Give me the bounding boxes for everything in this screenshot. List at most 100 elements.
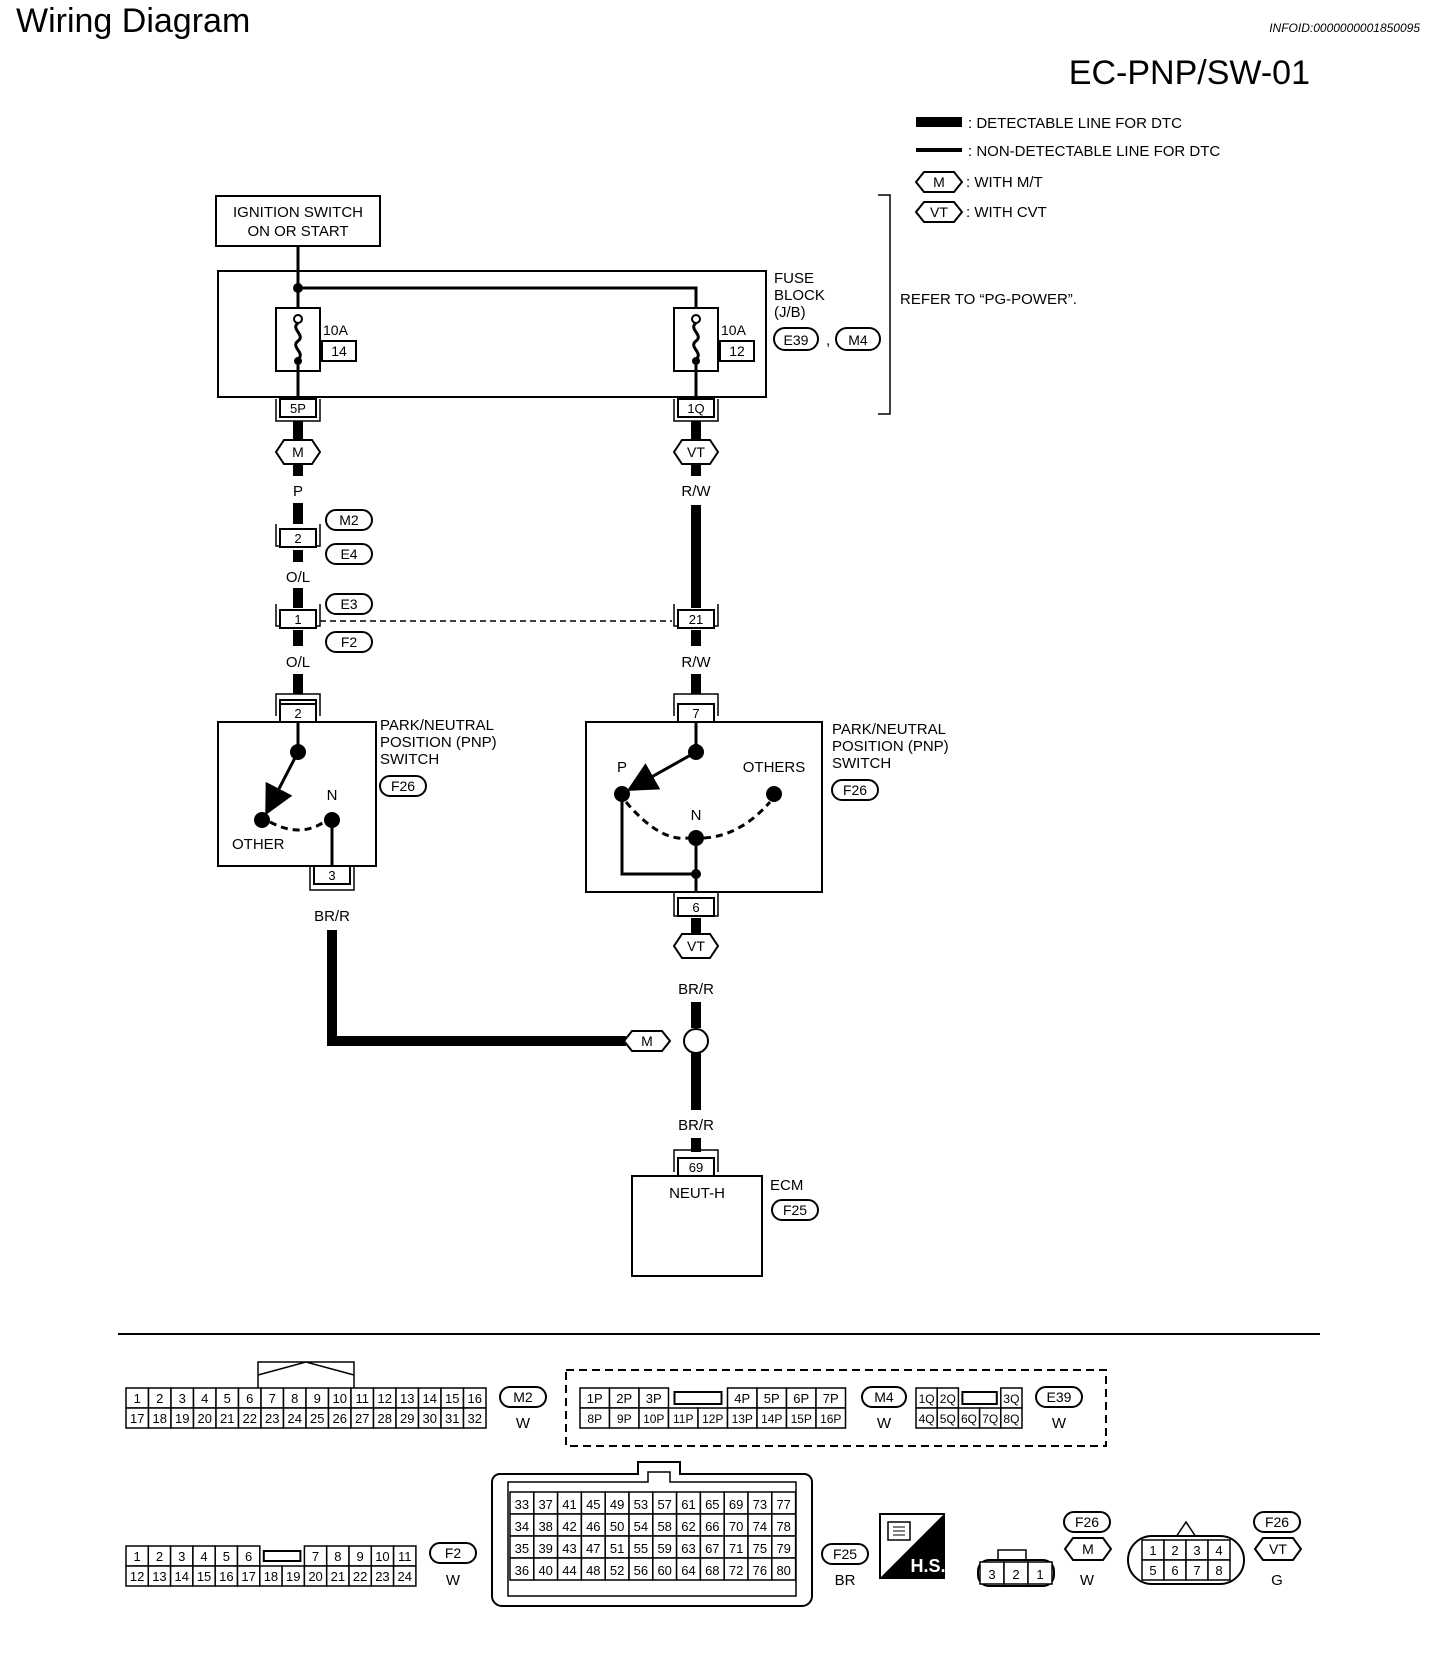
m2-tag: M2 [513,1389,533,1405]
connector-tag-outline [1253,1511,1301,1533]
f26-cvt-pin: 7 [1193,1563,1200,1578]
refer-note: REFER TO “PG-POWER”. [900,291,1077,308]
f25-pin: 70 [729,1519,743,1534]
ecm-label: ECM [770,1177,803,1194]
fuse-right-num: 12 [729,343,745,359]
pnp-left-line1: PARK/NEUTRAL [380,717,494,734]
left-conn-b1: E3 [340,596,357,612]
m2-pin: 32 [468,1411,482,1426]
m2-pin: 24 [288,1411,302,1426]
m2-pin: 31 [445,1411,459,1426]
e39-pin: 5Q [940,1412,956,1426]
f25-pin: 36 [515,1563,529,1578]
pin-cell [1000,1407,1023,1429]
ignition-line2: ON OR START [247,223,348,240]
f2-pin: 8 [334,1549,341,1564]
f26-mt-pin: 2 [1012,1567,1019,1582]
f25-pin: 57 [657,1497,671,1512]
f25-pin: 67 [705,1541,719,1556]
f25-pin: 80 [776,1563,790,1578]
m4-pin: 13P [732,1412,753,1426]
pnp-left-line2: POSITION (PNP) [380,734,497,751]
e39-pin: 6Q [961,1412,977,1426]
pnp-left-line3: SWITCH [380,751,439,768]
f25-pin: 60 [657,1563,671,1578]
fuse-block-conn1: E39 [784,332,809,348]
m2-pin: 9 [314,1391,321,1406]
m4-pin: 1P [587,1391,603,1406]
pin-cell [815,1407,847,1429]
f25-pin: 33 [515,1497,529,1512]
right-switch-pin-out: 6 [692,900,699,915]
fuse-right-pin: 1Q [687,401,704,416]
m4-tag: M4 [874,1389,894,1405]
m2-pin: 13 [400,1391,414,1406]
left-conn-a2: E4 [340,546,357,562]
f2-color: W [446,1572,461,1589]
m4-pin: 10P [643,1412,664,1426]
pin-cell [462,1407,487,1429]
left-pin-b: 1 [294,612,301,627]
f25-pin: 73 [753,1497,767,1512]
fuse-block-sep: , [826,332,830,349]
m4-pin: 8P [587,1412,602,1426]
f2-pin: 9 [357,1549,364,1564]
f26-mt-pin: 3 [988,1567,995,1582]
f26-cvt-tag: F26 [1265,1514,1289,1530]
f25-pin: 49 [610,1497,624,1512]
f26-cvt-pin: 1 [1149,1543,1156,1558]
fuse-block-conn2: M4 [848,332,868,348]
legend-detectable: : DETECTABLE LINE FOR DTC [968,115,1182,132]
f25-pin: 34 [515,1519,529,1534]
m2-pin: 21 [220,1411,234,1426]
m2-pin: 25 [310,1411,324,1426]
ecm-pin: 69 [689,1160,703,1175]
junction-tag: M [641,1033,653,1049]
f26-cvt-pin: 3 [1193,1543,1200,1558]
f25-pin: 52 [610,1563,624,1578]
e39-pin: 1Q [919,1392,935,1406]
pnp-right-p: P [617,759,627,776]
m4-pin: 12P [702,1412,723,1426]
f25-pin: 46 [586,1519,600,1534]
f25-pin: 53 [634,1497,648,1512]
m2-pin: 15 [445,1391,459,1406]
pnp-left-other: OTHER [232,836,285,853]
right-wire2: R/W [681,654,711,671]
f25-pin: 41 [562,1497,576,1512]
e39-color: W [1052,1415,1067,1432]
f25-pin: 62 [681,1519,695,1534]
junction-circle [683,1028,709,1054]
f25-pin: 47 [586,1541,600,1556]
f25-tag: F25 [833,1546,857,1562]
f25-pin: 39 [538,1541,552,1556]
f2-pin: 11 [398,1549,412,1564]
f25-pin: 42 [562,1519,576,1534]
m2-pin: 26 [333,1411,347,1426]
f26-cvt-pin: 2 [1171,1543,1178,1558]
f2-pin: 6 [245,1549,252,1564]
m4-pin: 15P [791,1412,812,1426]
fuse-block-line3: (J/B) [774,304,806,321]
f2-pin: 18 [264,1569,278,1584]
fuse-left-pin: 5P [290,401,306,416]
m2-pin: 3 [179,1391,186,1406]
connector-tag-outline [1035,1386,1083,1408]
pnp-right-line1: PARK/NEUTRAL [832,721,946,738]
connector-tag-outline [821,1543,869,1565]
connector-tag-outline [1063,1511,1111,1533]
left-conn-b2: F2 [341,634,358,650]
right-pin-b: 21 [689,612,703,627]
f25-pin: 56 [634,1563,648,1578]
legend-cvt: : WITH CVT [966,204,1047,221]
f25-pin: 71 [729,1541,743,1556]
m2-pin: 30 [423,1411,437,1426]
m4-pin: 9P [617,1412,632,1426]
f2-pin: 4 [200,1549,207,1564]
right-switch-pin-in: 7 [692,706,699,721]
pin-cell [1207,1559,1231,1581]
fuse-right-amp: 10A [721,322,747,338]
m2-pin: 28 [378,1411,392,1426]
f25-pin: 40 [538,1563,552,1578]
